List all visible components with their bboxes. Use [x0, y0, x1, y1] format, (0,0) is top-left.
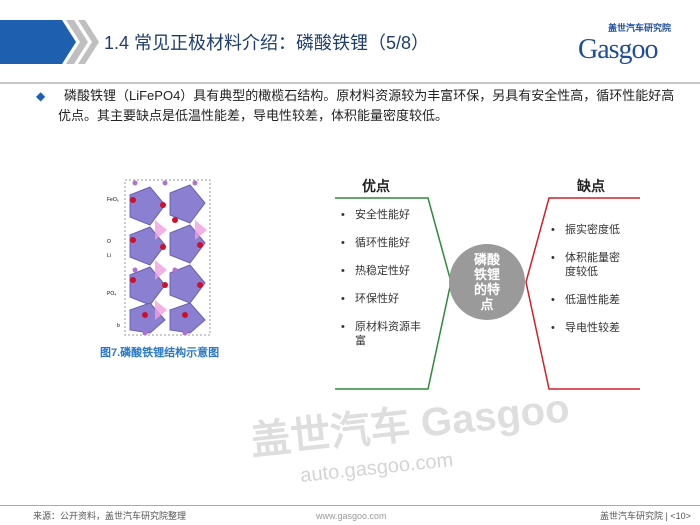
label-li: Li: [107, 253, 111, 259]
cons-item: 体积能量密度较低: [551, 251, 627, 279]
center-label: 磷酸铁锂的特点: [473, 252, 500, 312]
label-axis-b: b: [117, 323, 120, 329]
divider: [0, 82, 700, 84]
logo-subtitle: 盖世汽车研究院: [608, 23, 672, 33]
page-title: 1.4 常见正极材料介绍：磷酸铁锂（5/8）: [104, 33, 430, 53]
label-feo6: FeO₆: [107, 197, 119, 203]
cons-item: 振实密度低: [551, 223, 665, 237]
header-chevron-icon: [0, 20, 99, 64]
pros-item: 环保性好: [341, 292, 455, 306]
cons-item: 低温性能差: [551, 293, 665, 307]
pros-item: 安全性能好: [341, 208, 455, 222]
cons-item: 导电性较差: [551, 321, 665, 335]
footer-page: 盖世汽车研究院 | <10>: [600, 511, 691, 521]
pros-item: 热稳定性好: [341, 264, 455, 278]
label-po4: PO₄: [107, 291, 116, 297]
footer-source: 来源：公开资料，盖世汽车研究院整理: [33, 511, 187, 521]
pros-item: 循环性能好: [341, 236, 455, 250]
cons-bracket: [525, 197, 640, 390]
cons-title: 缺点: [577, 178, 605, 194]
footer-site-link[interactable]: www.gasgoo.com: [316, 511, 387, 521]
label-o: O: [107, 239, 111, 245]
center-circle: 磷酸铁锂的特点: [449, 244, 525, 320]
intro-text: 磷酸铁锂（LiFePO4）具有典型的橄榄石结构。原材料资源较为丰富环保，另具有安…: [58, 88, 675, 123]
footer-divider: [0, 505, 700, 506]
lifepo4-structure-image: FeO₆ O Li PO₄ b: [107, 179, 211, 336]
diamond-bullet-icon: ◆: [36, 89, 46, 103]
gasgoo-logo: Gasgoo: [578, 34, 659, 65]
pros-item: 原材料资源丰富: [341, 320, 427, 348]
pros-title: 优点: [362, 178, 390, 194]
figure-caption: 图7.磷酸铁锂结构示意图: [100, 347, 220, 359]
